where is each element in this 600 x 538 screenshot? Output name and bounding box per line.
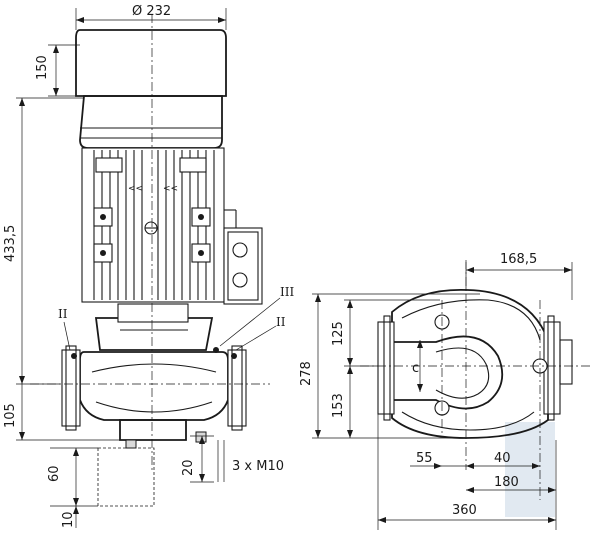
dim-center-offset: 40: [494, 451, 511, 466]
dim-flange-height: 105: [3, 403, 18, 428]
dim-foot-depth: 20: [181, 459, 196, 476]
dim-bolts: 3 x M10: [232, 459, 284, 474]
motor-cap: [79, 95, 223, 149]
foot-base-outline: [97, 447, 155, 507]
top-view: c: [360, 260, 590, 500]
lantern: [94, 317, 214, 351]
top-view-dimensions: 168,5 278 125 153 55 40 180: [299, 252, 573, 530]
dim-body-height: 278: [299, 361, 314, 386]
label-roman-three: III: [280, 285, 294, 299]
pump-body: [79, 351, 229, 421]
flange-left: [61, 349, 81, 427]
svg-text:<<: <<: [128, 184, 143, 194]
fan-cover: [75, 29, 227, 97]
label-roman-two-left: II: [58, 307, 68, 321]
side-view: << <<: [30, 14, 270, 507]
svg-text:<<: <<: [163, 184, 178, 194]
dim-overall-length: 360: [452, 503, 477, 518]
terminal-box: [223, 227, 263, 305]
label-roman-two-right: II: [276, 315, 286, 329]
pump-foot: [119, 419, 187, 441]
dim-overall-height: 433,5: [3, 225, 18, 262]
volute-channel: [384, 335, 504, 410]
dim-foot-height: 60: [47, 465, 62, 482]
dim-upper-offset: 125: [331, 321, 346, 346]
flange-right: [227, 349, 247, 427]
dim-base-thickness: 10: [61, 511, 76, 528]
dim-motor-diameter: Ø 232: [132, 4, 171, 19]
dim-fan-clearance: 150: [35, 55, 50, 80]
dim-lower-offset: 153: [331, 393, 346, 418]
dim-top-width: 168,5: [500, 252, 537, 267]
label-center: c: [412, 361, 419, 376]
cooling-fins: [93, 150, 215, 300]
watermark: [505, 422, 555, 517]
side-view-dimensions: Ø 232 150 433,5 105 60 10: [3, 4, 294, 528]
dim-side-offset: 55: [416, 451, 433, 466]
top-flange-left: [377, 321, 395, 415]
dim-half-length: 180: [494, 475, 519, 490]
